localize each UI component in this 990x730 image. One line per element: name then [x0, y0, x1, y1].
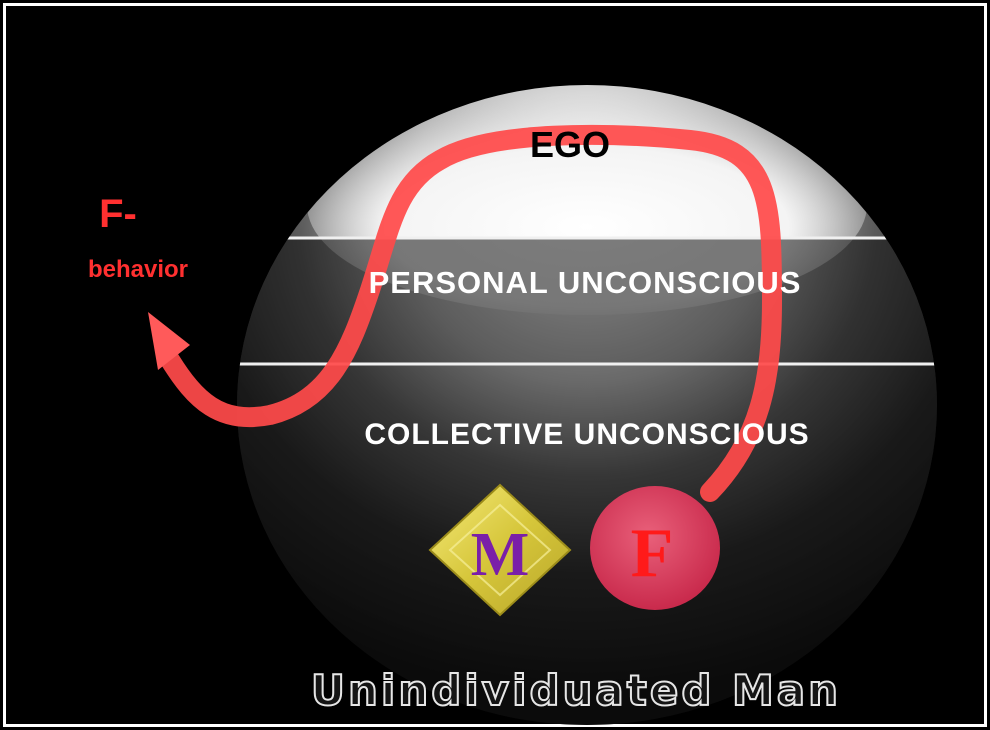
- diagram-caption: Unindividuated Man: [311, 666, 841, 715]
- collective-unconscious-label: COLLECTIVE UNCONSCIOUS: [364, 418, 809, 451]
- feminine-circle: F: [590, 486, 720, 610]
- f-behavior-title: F-: [99, 192, 137, 236]
- f-letter: F: [631, 515, 674, 592]
- behavior-arrowhead: [148, 312, 190, 370]
- ego-label: EGO: [530, 124, 610, 165]
- f-behavior-subtitle: behavior: [88, 256, 188, 283]
- personal-unconscious-label: PERSONAL UNCONSCIOUS: [369, 265, 802, 300]
- masculine-diamond: M: [428, 483, 572, 617]
- psyche-sphere: [237, 85, 937, 725]
- energy-path: [160, 124, 782, 502]
- m-letter: M: [471, 521, 530, 589]
